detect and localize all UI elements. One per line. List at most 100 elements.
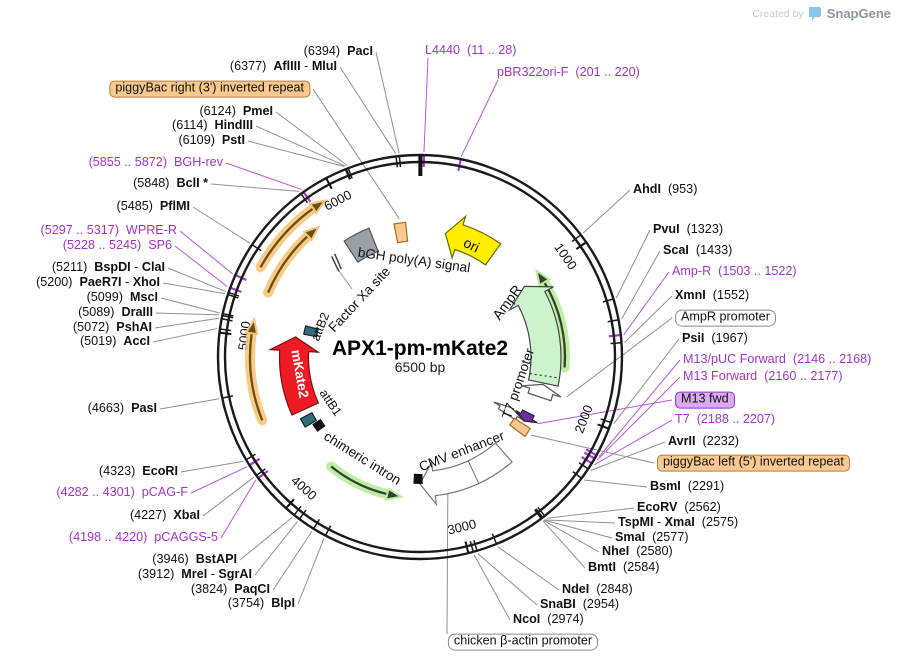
feature-ampr[interactable] <box>507 285 562 387</box>
callout-chicken-beta-actin-promoter[interactable]: chicken β-actin promoter <box>447 633 599 651</box>
callout-PacI[interactable]: (6394) PacI <box>304 44 373 59</box>
callout-NcoI[interactable]: NcoI (2974) <box>513 612 584 627</box>
site-tick-T7 <box>581 456 594 465</box>
callout-text: BspDI <box>94 260 131 275</box>
callout-AccI[interactable]: (5019) AccI <box>80 334 150 349</box>
callout-BclI[interactable]: (5848) BclI * <box>133 176 208 191</box>
feature-attb2[interactable] <box>302 325 319 338</box>
callout-text: (4282 .. 4301) pCAG-F <box>56 485 188 500</box>
connector-T7 <box>594 419 673 466</box>
site-tick-ScaI <box>607 318 619 323</box>
callout-piggyBac-right-inverted-repeat[interactable]: piggyBac right (3') inverted repeat <box>109 80 310 98</box>
insulator-arc-3[interactable] <box>259 207 314 268</box>
callout-text: T7 (2188 .. 2207) <box>675 412 776 427</box>
feature-attb1[interactable] <box>299 411 318 428</box>
callout-text: M13 Forward (2160 .. 2177) <box>683 369 843 384</box>
callout-BspDI-ClaI[interactable]: (5211) BspDI - ClaI <box>52 260 165 275</box>
site-tick-SnaBI <box>473 540 478 551</box>
chimeric-intron-arc[interactable] <box>330 465 388 496</box>
callout-BGH-rev[interactable]: (5855 .. 5872) BGH-rev <box>89 155 223 170</box>
callout-SmaI[interactable]: SmaI (2577) <box>615 530 689 545</box>
callout-text: (2577) <box>645 530 689 545</box>
feature-bgh-poly-a-signal[interactable] <box>343 227 379 263</box>
callout-Amp-R[interactable]: Amp-R (1503 .. 1522) <box>672 264 797 279</box>
feature-ampr-promoter[interactable] <box>521 383 562 402</box>
feature-label-ori[interactable]: ori <box>461 234 482 255</box>
callout-BstAPI[interactable]: (3946) BstAPI <box>152 552 237 567</box>
callout-PaeR7I-XhoI[interactable]: (5200) PaeR7I - XhoI <box>36 275 160 290</box>
callout-pCAGGS-5[interactable]: (4198 .. 4220) pCAGGS-5 <box>69 530 218 545</box>
insulator-arc-1[interactable] <box>248 333 264 421</box>
callout-M13-Forward[interactable]: M13 Forward (2160 .. 2177) <box>683 369 843 384</box>
feature-label-chimeric-intron[interactable]: chimeric intron <box>321 429 403 488</box>
insulator-arc-2[interactable] <box>267 235 309 294</box>
callout-text: (5099) <box>86 290 130 305</box>
axis-tick-1000 <box>575 241 587 250</box>
callout-PstI[interactable]: (6109) PstI <box>178 133 245 148</box>
callout-AhdI[interactable]: AhdI (953) <box>633 182 697 197</box>
callout-PvuI[interactable]: PvuI (1323) <box>653 222 723 237</box>
callout-text: PsiI <box>682 331 705 346</box>
feature-t7-promoter[interactable] <box>493 401 525 421</box>
callout-MscI[interactable]: (5099) MscI <box>86 290 158 305</box>
callout-piggyBac-left-inverted-repeat[interactable]: piggyBac left (5') inverted repeat <box>657 454 850 472</box>
callout-PasI[interactable]: (4663) PasI <box>88 401 157 416</box>
site-tick-PflMI <box>251 244 262 252</box>
feature-label-factor-xa-site[interactable]: Factor Xa site <box>325 264 393 335</box>
callout-PsiI[interactable]: PsiI (1967) <box>682 331 748 346</box>
callout-EcoRI[interactable]: (4323) EcoRI <box>98 464 178 479</box>
callout-T7[interactable]: T7 (2188 .. 2207) <box>675 412 776 427</box>
callout-WPRE-R[interactable]: (5297 .. 5317) WPRE-R <box>41 223 177 238</box>
callout-text: (3824) <box>190 582 235 597</box>
callout-text: (4323) <box>98 464 143 479</box>
callout-PmeI[interactable]: (6124) PmeI <box>199 104 273 119</box>
callout-XbaI[interactable]: (4227) XbaI <box>130 508 200 523</box>
callout-NdeI[interactable]: NdeI (2848) <box>562 582 633 597</box>
callout-AflIII-MluI[interactable]: (6377) AflIII - MluI <box>230 59 337 74</box>
callout-text: AflIII <box>273 59 301 74</box>
callout-XmnI[interactable]: XmnI (1552) <box>675 288 749 303</box>
callout-text: - <box>300 59 312 74</box>
callout-text: EcoRV <box>637 500 678 515</box>
callout-PflMI[interactable]: (5485) PflMI <box>116 199 191 214</box>
feature-piggybac-left-5-inverted-repeat[interactable] <box>508 417 532 438</box>
feature-mkate2[interactable] <box>267 336 321 416</box>
callout-SnaBI[interactable]: SnaBI (2954) <box>540 597 619 612</box>
connector-AccI <box>152 328 218 343</box>
callout-SP6[interactable]: (5228 .. 5245) SP6 <box>62 238 172 253</box>
site-tick-pCAG-F <box>248 457 261 467</box>
callout-text: NdeI <box>562 582 590 597</box>
callout-NheI[interactable]: NheI (2580) <box>602 544 673 559</box>
callout-BsmI[interactable]: BsmI (2291) <box>650 479 724 494</box>
callout-text: (2562) <box>677 500 721 515</box>
connector-Amp-R <box>623 271 670 335</box>
callout-PaqCI[interactable]: (3824) PaqCI <box>190 582 270 597</box>
callout-AmpR-promoter[interactable]: AmpR promoter <box>675 309 776 327</box>
callout-L4440[interactable]: L4440 (11 .. 28) <box>425 43 516 58</box>
callout-PshAI[interactable]: (5072) PshAI <box>73 320 152 335</box>
callout-AvrII[interactable]: AvrII (2232) <box>668 434 739 449</box>
callout-BmtI[interactable]: BmtI (2584) <box>588 560 659 575</box>
callout-M13-fwd[interactable]: M13 fwd <box>675 391 735 409</box>
callout-DraIII[interactable]: (5089) DraIII <box>78 305 154 320</box>
connector-PstI <box>247 140 345 167</box>
callout-HindIII[interactable]: (6114) HindIII <box>172 118 253 133</box>
connector-MreI-SgrAI <box>254 521 298 576</box>
callout-BlpI[interactable]: (3754) BlpI <box>228 596 295 611</box>
callout-M13-pUC-Forward[interactable]: M13/pUC Forward (2146 .. 2168) <box>683 352 871 367</box>
callout-pBR322ori-F[interactable]: pBR322ori-F (201 .. 220) <box>497 65 640 80</box>
feature-piggybac-right-3-inverted-repeat[interactable] <box>393 221 409 244</box>
callout-text: (5228 .. 5245) SP6 <box>62 238 172 253</box>
callout-pCAG-F[interactable]: (4282 .. 4301) pCAG-F <box>56 485 188 500</box>
connector-XmnI <box>624 295 673 343</box>
callout-text: DraIII <box>121 305 154 320</box>
callout-ScaI[interactable]: ScaI (1433) <box>663 243 732 258</box>
feature-ori[interactable] <box>444 214 502 266</box>
callout-MreI-SgrAI[interactable]: (3912) MreI - SgrAI <box>138 567 252 582</box>
feature-m13-fwd-primer[interactable] <box>515 409 538 424</box>
callout-EcoRV[interactable]: EcoRV (2562) <box>637 500 721 515</box>
feature-label-attb1[interactable]: attB1 <box>317 387 345 419</box>
callout-TspMI-XmaI[interactable]: TspMI - XmaI (2575) <box>618 515 738 530</box>
callout-text: (5485) <box>116 199 160 214</box>
